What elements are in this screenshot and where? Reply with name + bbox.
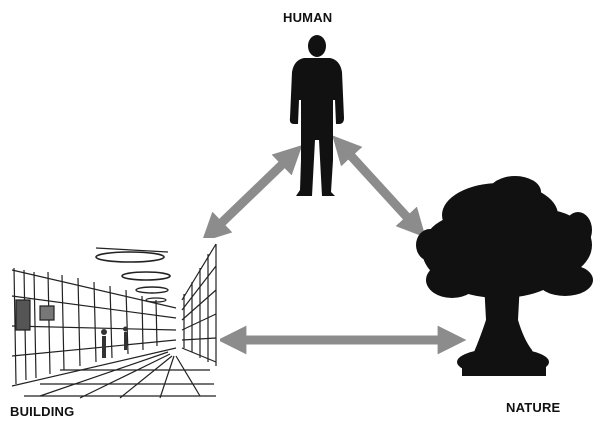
arrow-human-building — [201, 145, 303, 242]
human-label: HUMAN — [283, 10, 333, 25]
person-silhouette-icon — [289, 35, 344, 196]
nature-label: NATURE — [506, 400, 561, 415]
tree-silhouette-icon — [416, 176, 593, 376]
building-interior-sketch — [10, 238, 220, 400]
building-label: BUILDING — [10, 404, 75, 419]
arrow-human-nature — [332, 135, 426, 238]
